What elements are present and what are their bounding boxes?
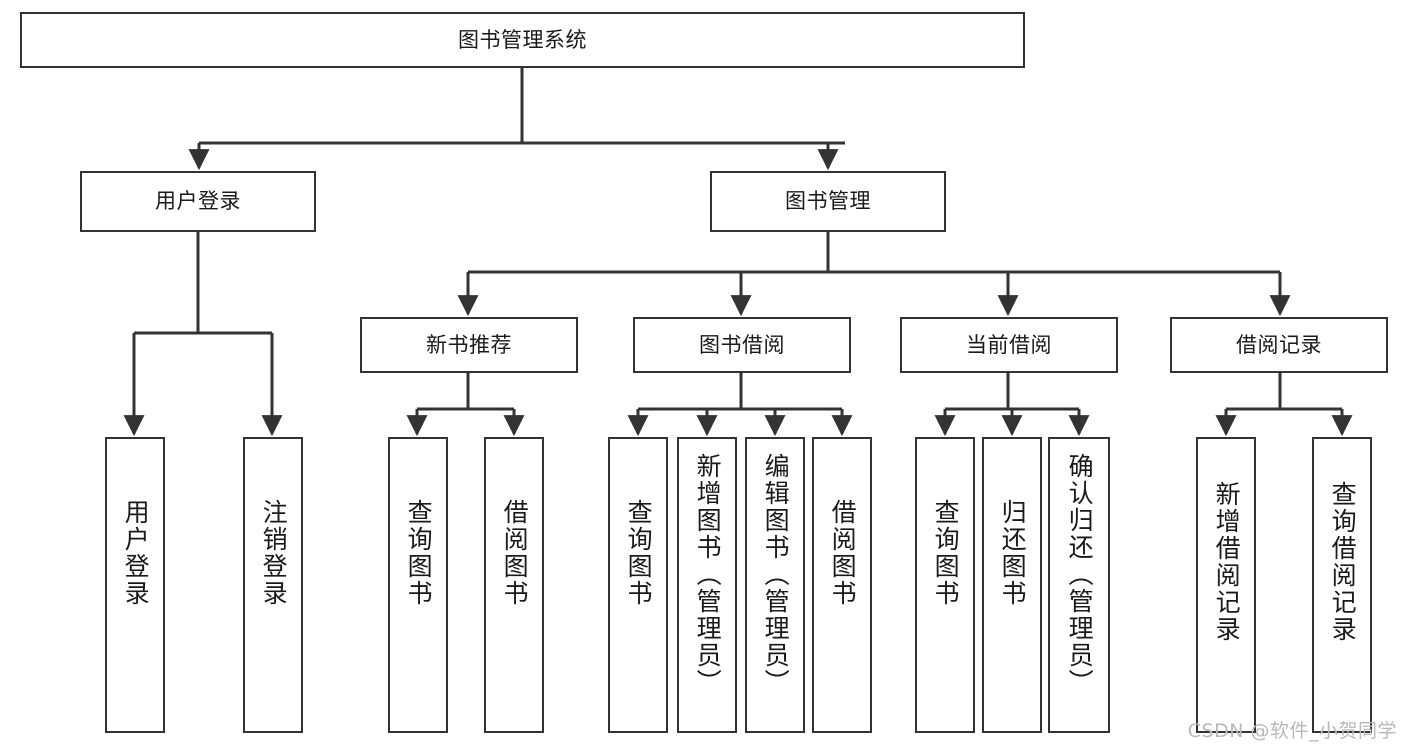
node-label: 新增借阅记录	[1212, 481, 1242, 643]
node-label: 新增图书（管理员）	[693, 453, 723, 696]
node-root: 图书管理系统	[20, 12, 1025, 68]
node-label: 查询借阅记录	[1328, 481, 1358, 643]
node-label: 借阅记录	[1236, 332, 1322, 357]
node-leaf-10: 确认归还（管理员）	[1048, 437, 1110, 733]
node-label: 查询图书	[931, 499, 961, 607]
node-label: 注销登录	[259, 499, 289, 607]
node-leaf-11: 新增借阅记录	[1196, 437, 1256, 733]
node-label: 图书借阅	[699, 332, 785, 357]
node-leaf-7: 借阅图书	[812, 437, 872, 733]
node-label: 图书管理	[785, 189, 871, 214]
node-label: 确认归还（管理员）	[1065, 453, 1095, 696]
node-level3-0: 新书推荐	[360, 317, 578, 373]
node-label: 当前借阅	[966, 332, 1052, 357]
node-leaf-3: 借阅图书	[484, 437, 544, 733]
edges-group	[123, 68, 1353, 437]
node-label: 用户登录	[155, 189, 241, 214]
node-level3-3: 借阅记录	[1170, 317, 1388, 373]
node-label: 借阅图书	[500, 499, 530, 607]
node-label: 查询图书	[404, 499, 434, 607]
watermark-text: CSDN @软件_小贺同学	[1187, 720, 1397, 742]
node-level3-1: 图书借阅	[633, 317, 851, 373]
node-leaf-4: 查询图书	[608, 437, 668, 733]
node-leaf-0: 用户登录	[105, 437, 165, 733]
node-level3-2: 当前借阅	[900, 317, 1118, 373]
node-label: 借阅图书	[828, 499, 858, 607]
node-label: 编辑图书（管理员）	[761, 453, 791, 696]
node-label: 新书推荐	[426, 332, 512, 357]
node-level2-0: 用户登录	[80, 171, 316, 232]
node-leaf-12: 查询借阅记录	[1312, 437, 1372, 733]
node-label: 查询图书	[624, 499, 654, 607]
node-leaf-5: 新增图书（管理员）	[677, 437, 737, 733]
node-label: 用户登录	[121, 499, 151, 607]
node-label: 图书管理系统	[458, 27, 587, 52]
node-level2-1: 图书管理	[710, 171, 946, 232]
node-leaf-9: 归还图书	[982, 437, 1042, 733]
node-leaf-6: 编辑图书（管理员）	[745, 437, 805, 733]
node-leaf-1: 注销登录	[243, 437, 303, 733]
node-leaf-8: 查询图书	[915, 437, 975, 733]
node-label: 归还图书	[998, 499, 1028, 607]
node-leaf-2: 查询图书	[388, 437, 448, 733]
